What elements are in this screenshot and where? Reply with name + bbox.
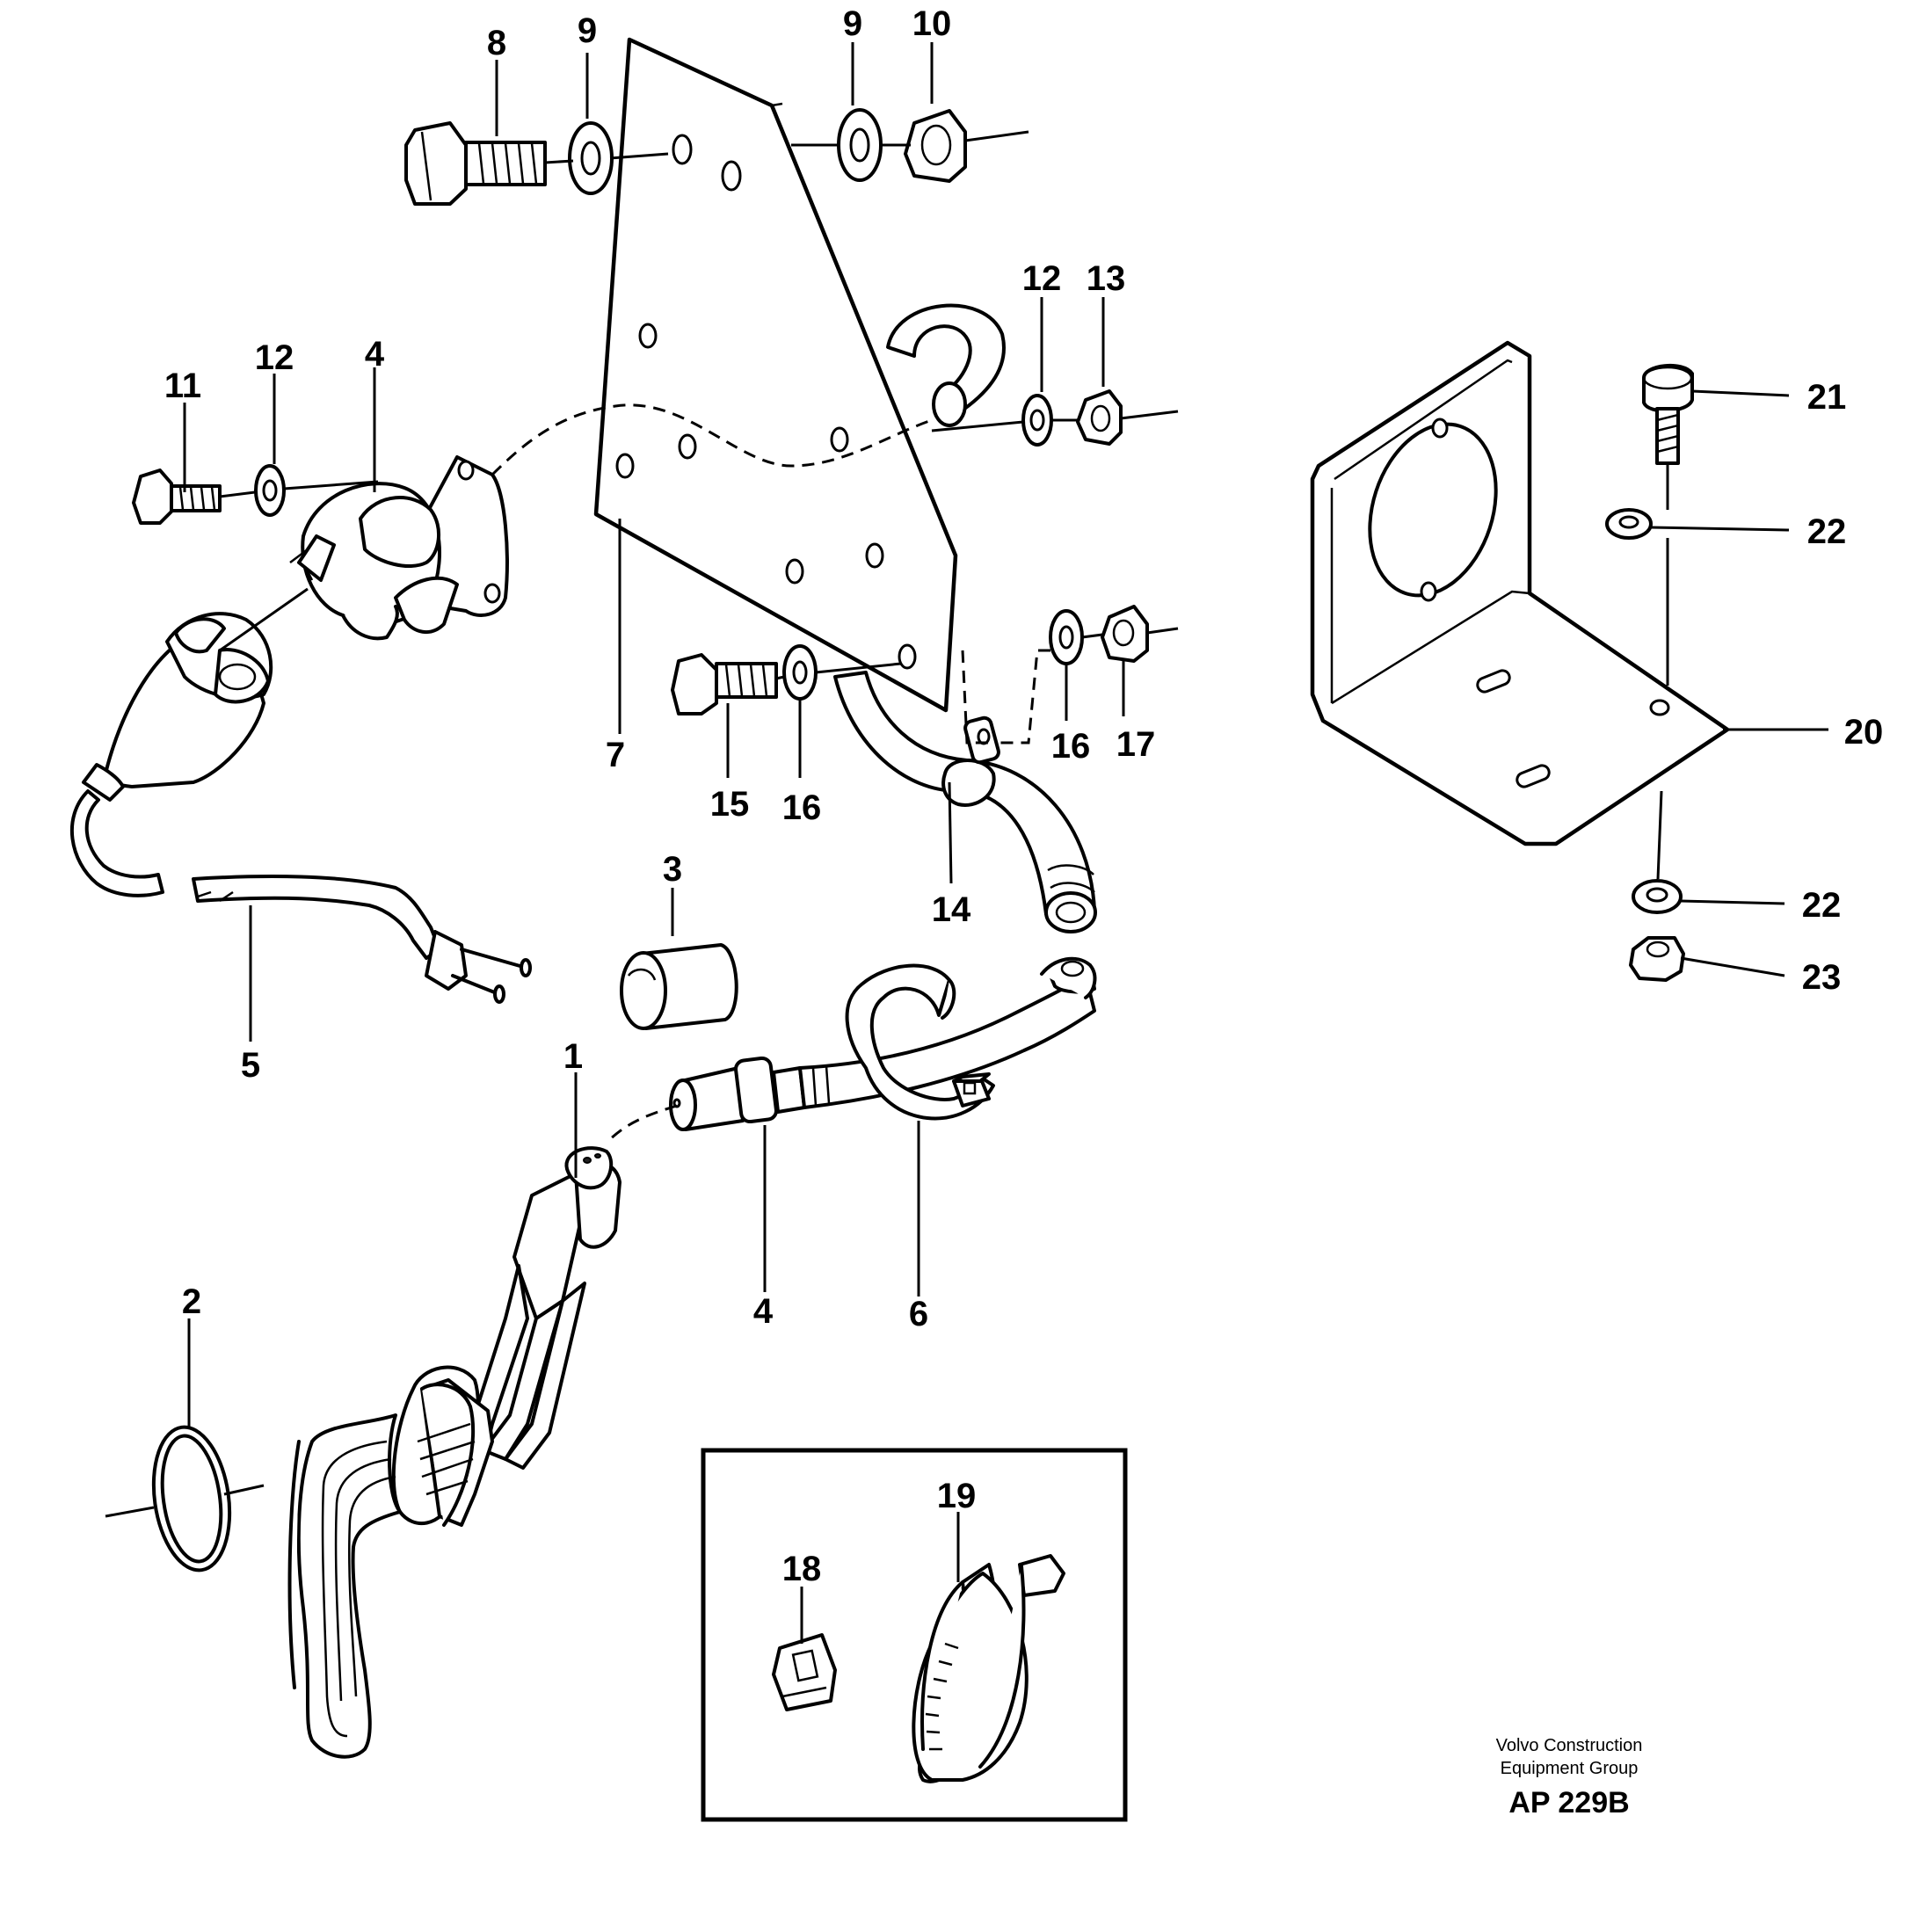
- callout-3: 3: [663, 850, 682, 889]
- bolt-21: [1642, 363, 1694, 465]
- company-name-line1: Volvo Construction: [1496, 1736, 1643, 1755]
- washer-12-right: [1021, 394, 1053, 447]
- washer-22-bottom: [1632, 879, 1683, 914]
- callout-17: 17: [1116, 725, 1156, 764]
- cable-plug-assembly: [69, 587, 532, 1004]
- callout-22-top: 22: [1807, 512, 1847, 551]
- nut-10: [904, 109, 967, 183]
- mounting-plate: [593, 37, 958, 713]
- bolt-15: [671, 653, 778, 715]
- callout-14: 14: [932, 890, 971, 929]
- callout-1: 1: [563, 1037, 583, 1076]
- drawing-code: AP 229B: [1508, 1786, 1629, 1819]
- washer-16-left: [782, 644, 818, 701]
- tie-mount-18: [772, 1633, 837, 1711]
- callout-9-left: 9: [578, 11, 597, 50]
- callout-9-right: 9: [843, 4, 862, 43]
- bolt-11: [132, 468, 222, 525]
- hose-clamp-6: [845, 963, 995, 1121]
- bent-hose-top: [886, 303, 1006, 427]
- nut-23: [1629, 936, 1685, 982]
- socket-housing: [289, 455, 509, 641]
- callout-16-left: 16: [782, 788, 822, 827]
- callout-4-bottom: 4: [753, 1292, 774, 1331]
- washer-9-right: [837, 108, 883, 182]
- washer-12-left: [254, 464, 286, 517]
- callout-23: 23: [1802, 958, 1842, 997]
- callout-4-top: 4: [365, 335, 385, 374]
- callout-19: 19: [937, 1477, 977, 1515]
- callout-6: 6: [909, 1295, 928, 1333]
- callout-12-right: 12: [1022, 259, 1062, 298]
- callout-18: 18: [782, 1550, 822, 1588]
- callout-2: 2: [182, 1282, 201, 1321]
- o-ring-2: [151, 1425, 232, 1572]
- callout-20: 20: [1844, 713, 1884, 752]
- callout-7: 7: [606, 736, 625, 774]
- nut-13: [1076, 389, 1123, 446]
- callout-11: 11: [164, 367, 201, 405]
- sleeve-3: [620, 943, 738, 1030]
- inset-box: [701, 1448, 1128, 1822]
- cable-tie-19: [912, 1554, 1065, 1783]
- washer-22-top: [1605, 508, 1653, 540]
- callout-22-bottom: 22: [1802, 886, 1842, 925]
- callout-5: 5: [241, 1046, 260, 1085]
- callout-16-right: 16: [1051, 727, 1091, 766]
- callout-15: 15: [710, 785, 750, 824]
- angle-bracket-20: [1310, 340, 1730, 846]
- nut-17: [1101, 605, 1149, 663]
- washer-16-right: [1049, 609, 1084, 665]
- callout-12-left: 12: [255, 338, 294, 377]
- callout-8: 8: [487, 24, 506, 62]
- callout-21: 21: [1807, 378, 1847, 417]
- callout-10: 10: [912, 4, 952, 43]
- hose-lower: [833, 671, 1097, 933]
- company-name-line2: Equipment Group: [1501, 1759, 1639, 1778]
- washer-9-left: [568, 121, 614, 195]
- callout-13: 13: [1087, 259, 1126, 298]
- bolt-8: [404, 121, 547, 206]
- heater-element: [287, 1146, 621, 1759]
